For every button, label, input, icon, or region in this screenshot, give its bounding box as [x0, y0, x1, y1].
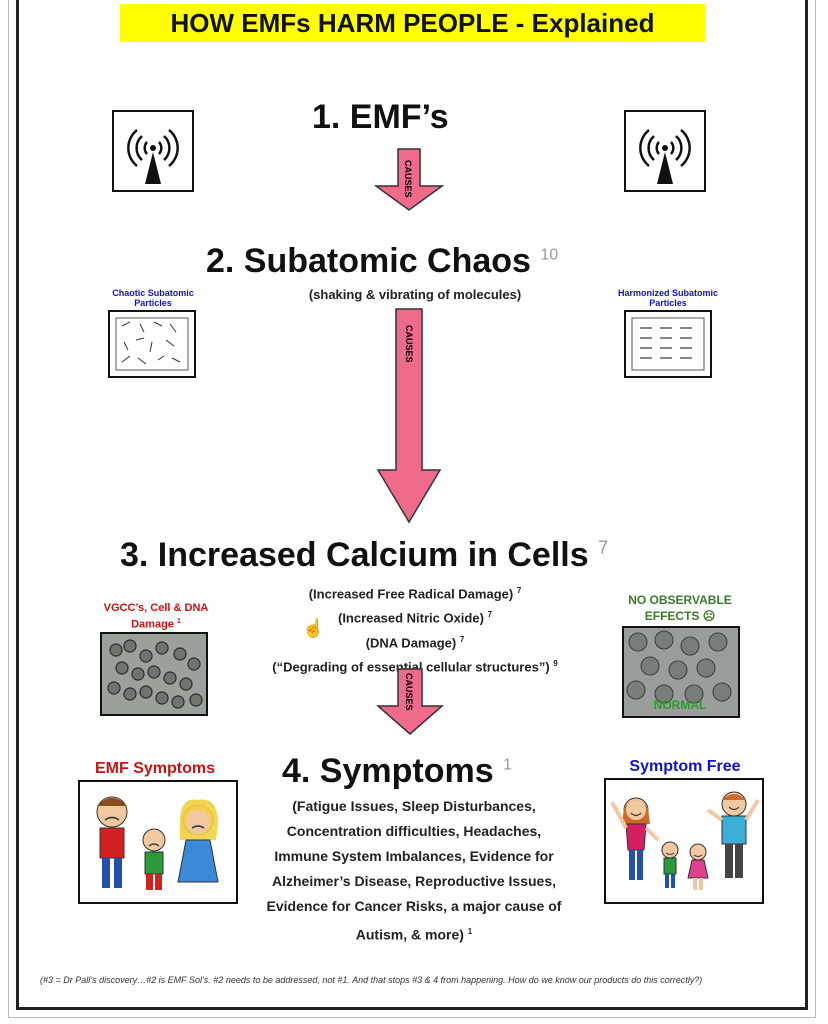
- normal-cells-photo: [624, 628, 738, 716]
- antenna-box-left: [112, 110, 194, 192]
- causes-arrow-2: [376, 308, 442, 524]
- detail-line: (DNA Damage) 7: [365, 634, 465, 650]
- hand-cursor-icon: ☝: [302, 618, 325, 638]
- symptom-free-image: [604, 778, 764, 904]
- causes-arrow-1: [374, 148, 444, 211]
- normal-cells-image: [622, 626, 740, 718]
- antenna-icon: [127, 129, 179, 184]
- detail-line: (“Degrading of essential cellular struct…: [272, 658, 558, 675]
- symptom-line: Immune System Imbalances, Evidence for: [274, 848, 554, 864]
- page-title: HOW EMFs HARM PEOPLE - Explained: [120, 4, 705, 42]
- detail-line: (Increased Nitric Oxide) 7: [337, 610, 493, 626]
- arrow3-label: CAUSES: [404, 673, 414, 711]
- no-effects-label: NO OBSERVABLE EFFECTS ☹: [628, 593, 732, 623]
- page-shadow: [8, 0, 816, 1018]
- symptom-free-label: Symptom Free: [629, 758, 741, 775]
- step4-ref: 1: [503, 756, 512, 774]
- step3-details: (Increased Free Radical Damage) 7 (Incre…: [250, 580, 580, 677]
- symptom-line: (Fatigue Issues, Sleep Disturbances,: [292, 798, 536, 814]
- causes-arrow-3: [376, 668, 444, 735]
- emf-symptoms-image: [78, 780, 238, 904]
- harmonized-particles-diagram: [631, 317, 705, 371]
- symptom-line: Concentration difficulties, Headaches,: [286, 823, 542, 839]
- step3-heading-text: 3. Increased Calcium in Cells: [120, 536, 589, 574]
- neutral-face-icon: ☹: [702, 609, 716, 623]
- symptom-line: Autism, & more) 1: [355, 926, 473, 943]
- damaged-cells-image: [100, 632, 208, 716]
- damaged-cells-photo: [102, 634, 206, 714]
- harmonized-particles-label: Harmonized Subatomic Particles: [618, 288, 719, 308]
- chaotic-particles-diagram: [115, 317, 189, 371]
- step1-heading: 1. EMF’s: [312, 98, 449, 136]
- symptom-list: (Fatigue Issues, Sleep Disturbances, Con…: [256, 794, 572, 948]
- symptom-line: Alzheimer’s Disease, Reproductive Issues…: [271, 873, 556, 889]
- normal-image-text: NORMAL: [653, 698, 707, 712]
- chaotic-particles-box: [108, 310, 196, 378]
- symptom-line: Evidence for Cancer Risks, a major cause…: [266, 898, 562, 914]
- sick-family-illustration: [96, 796, 219, 890]
- arrow2-label: CAUSES: [404, 325, 414, 363]
- arrow1-label: CAUSES: [403, 160, 413, 198]
- step2-ref: 10: [540, 246, 559, 264]
- step4-heading-text: 4. Symptoms: [282, 752, 494, 790]
- page-frame: [16, 0, 808, 1010]
- step2-subtitle: (shaking & vibrating of molecules): [308, 287, 522, 302]
- detail-line: (Increased Free Radical Damage) 7: [308, 586, 522, 602]
- harmonized-particles-box: [624, 310, 712, 378]
- chaotic-particles-label: Chaotic Subatomic Particles: [112, 288, 194, 308]
- step2-heading-text: 2. Subatomic Chaos: [206, 242, 531, 280]
- step3-ref: 7: [598, 537, 609, 558]
- step3-heading: 3. Increased Calcium in Cells 7: [120, 536, 608, 575]
- antenna-box-right: [624, 110, 706, 192]
- footnote: (#3 = Dr Pall’s discovery…#2 is EMF Sol’…: [40, 975, 703, 985]
- step2-heading: 2. Subatomic Chaos 10: [206, 242, 558, 281]
- emf-symptoms-label: EMF Symptoms: [94, 760, 215, 777]
- step4-heading: 4. Symptoms 1: [282, 752, 512, 791]
- vgcc-label: VGCC’s, Cell & DNA Damage 1: [103, 602, 209, 631]
- antenna-icon: [639, 129, 691, 184]
- happy-family-illustration: [610, 791, 760, 890]
